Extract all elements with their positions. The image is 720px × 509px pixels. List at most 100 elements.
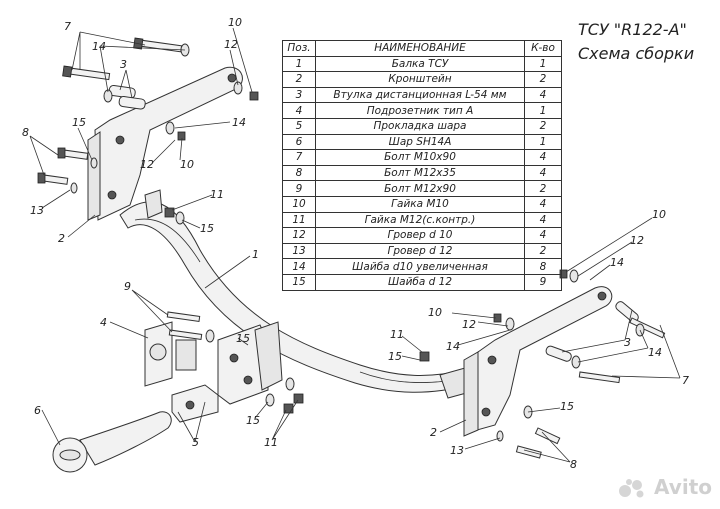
row-name: Кронштейн (315, 71, 525, 88)
row-name: Втулка дистанционная L-54 мм (315, 86, 525, 104)
right-bracket (463, 286, 613, 437)
top-left-fasteners (62, 37, 259, 141)
row-pos: 3 (282, 86, 316, 104)
callout-11-right: 11 (390, 328, 404, 341)
row-pos: 5 (282, 117, 316, 135)
row-pos: 2 (282, 71, 316, 88)
row-name: Прокладка шара (315, 117, 525, 135)
callout-13-left: 13 (30, 204, 44, 217)
row-qty: 4 (524, 86, 562, 104)
callout-3-far: 3 (624, 336, 631, 349)
row-name: Шайба d 12 (315, 273, 525, 291)
callout-12-far: 12 (630, 234, 644, 247)
beam-nut-11 (164, 207, 185, 225)
callout-labels: 7 14 3 10 12 14 15 8 13 2 12 10 11 15 1 … (22, 16, 689, 471)
row-name: Подрозетник тип А (315, 102, 525, 119)
row-name: Гровер d 10 (315, 227, 525, 244)
row-pos: 13 (282, 242, 316, 260)
row-name: Гайка М10 (315, 195, 525, 213)
callout-2-right: 2 (430, 426, 437, 439)
leader-lines (29, 27, 681, 463)
callout-12-right: 12 (462, 318, 476, 331)
parts-table-header: Поз. НАИМЕНОВАНИЕ К-во (282, 40, 562, 57)
row-qty: 1 (524, 55, 562, 73)
row-pos: 12 (282, 227, 316, 244)
tow-ball (52, 411, 172, 473)
callout-7-top: 7 (64, 20, 71, 33)
callout-6: 6 (34, 404, 41, 417)
row-pos: 11 (282, 211, 316, 229)
row-qty: 2 (524, 180, 562, 197)
callout-10-far: 10 (652, 208, 666, 221)
avito-logo-icon (619, 479, 644, 498)
ball-plates (171, 321, 283, 423)
callout-14-far: 14 (610, 256, 624, 269)
row-qty: 8 (524, 258, 562, 275)
callout-15-mid: 15 (200, 222, 214, 235)
left-bracket (87, 66, 243, 221)
row-qty: 4 (524, 227, 562, 244)
row-name: Балка ТСУ (315, 55, 525, 73)
callout-2-left: 2 (58, 232, 65, 245)
callout-15-low: 15 (246, 414, 260, 427)
left-bolts-8 (37, 147, 98, 194)
callout-8-left: 8 (22, 126, 29, 139)
row-pos: 14 (282, 258, 316, 275)
callout-4: 4 (100, 316, 107, 329)
callout-15-plate: 15 (236, 332, 250, 345)
row-pos: 7 (282, 149, 316, 166)
row-pos: 10 (282, 195, 316, 213)
callout-14-far2: 14 (648, 346, 662, 359)
row-qty: 4 (524, 211, 562, 229)
drawing-title: ТСУ "R122-A" (578, 20, 687, 39)
callout-7-far: 7 (682, 374, 689, 387)
row-qty: 2 (524, 71, 562, 88)
row-pos: 1 (282, 55, 316, 73)
row-qty: 4 (524, 195, 562, 213)
drawing-subtitle: Схема сборки (578, 44, 695, 63)
callout-15-left: 15 (72, 116, 86, 129)
callout-14-mid: 14 (232, 116, 246, 129)
row-qty: 4 (524, 149, 562, 166)
avito-watermark: Avito (617, 475, 712, 500)
row-qty: 1 (524, 102, 562, 119)
row-name: Болт М10х90 (315, 149, 525, 166)
callout-10-top: 10 (228, 16, 242, 29)
callout-10-right: 10 (428, 306, 442, 319)
row-qty: 4 (524, 164, 562, 182)
row-name: Болт М12х90 (315, 180, 525, 197)
row-name: Шайба d10 увеличенная (315, 258, 525, 275)
lower-fasteners (265, 377, 304, 414)
right-fasteners (419, 269, 666, 459)
callout-8-right: 8 (570, 458, 577, 471)
row-pos: 8 (282, 164, 316, 182)
callout-1: 1 (252, 248, 259, 261)
callout-11-mid: 11 (210, 188, 224, 201)
socket-plate (144, 311, 215, 387)
callout-15-right-low: 15 (560, 400, 574, 413)
row-name: Гровер d 12 (315, 242, 525, 260)
callout-14-right: 14 (446, 340, 460, 353)
row-qty: 2 (524, 117, 562, 135)
callout-13-right: 13 (450, 444, 464, 457)
row-pos: 9 (282, 180, 316, 197)
callout-3-top: 3 (120, 58, 127, 71)
callout-9: 9 (124, 280, 131, 293)
avito-watermark-text: Avito (654, 474, 712, 499)
row-qty: 1 (524, 133, 562, 151)
callout-12-mid: 12 (140, 158, 154, 171)
header-pos: Поз. (282, 40, 316, 57)
